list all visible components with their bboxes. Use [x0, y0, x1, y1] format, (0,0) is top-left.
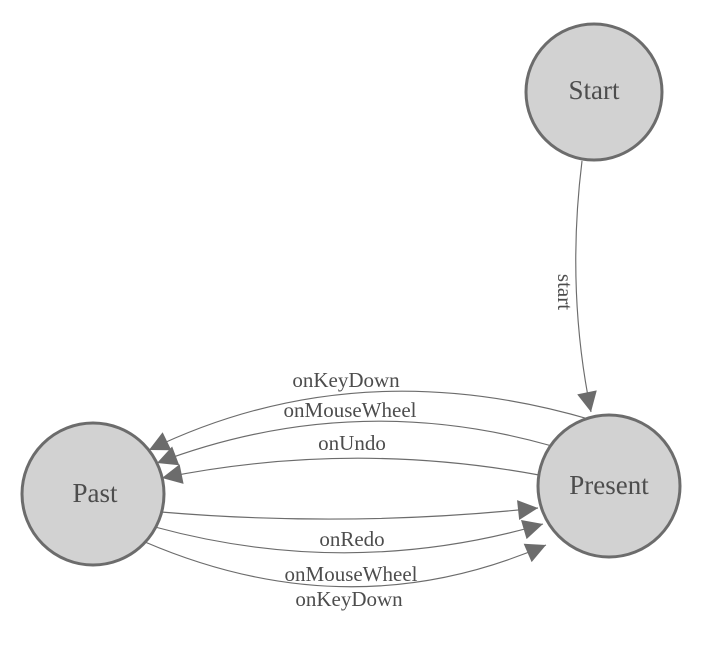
edge-past-to-present-onredo — [160, 500, 539, 521]
edge-past-to-present-onmousewheel — [154, 519, 544, 554]
edge-label-onkeydown-top: onKeyDown — [292, 368, 400, 392]
node-label-start: Start — [569, 75, 620, 105]
edge-label-onkeydown-bottom: onKeyDown — [295, 587, 403, 611]
edge-label-onmousewheel-top: onMouseWheel — [284, 398, 417, 422]
edge-label-start: start — [553, 274, 577, 310]
edge-present-to-past-onmousewheel — [156, 420, 553, 466]
state-node-present: Present — [536, 413, 682, 559]
node-label-past: Past — [72, 478, 118, 508]
edge-layer — [144, 160, 597, 588]
state-node-past: Past — [20, 421, 166, 567]
edge-label-onmousewheel-bottom: onMouseWheel — [285, 562, 418, 586]
edge-present-to-past-onundo — [161, 457, 540, 484]
edge-start-to-present — [575, 160, 597, 413]
node-circle-start — [524, 22, 664, 162]
edge-label-layer: start onKeyDown onMouseWheel onUndo onRe… — [284, 274, 577, 611]
node-layer: Start Past Present — [20, 22, 682, 567]
edge-label-onundo: onUndo — [318, 431, 386, 455]
edge-label-onredo: onRedo — [319, 527, 384, 551]
node-circle-past — [20, 421, 166, 567]
node-label-present: Present — [569, 470, 649, 500]
edge-past-to-present-onkeydown — [144, 541, 547, 588]
edge-present-to-past-onkeydown — [148, 390, 593, 451]
state-node-start: Start — [524, 22, 664, 162]
node-label-present-circle — [536, 413, 682, 559]
